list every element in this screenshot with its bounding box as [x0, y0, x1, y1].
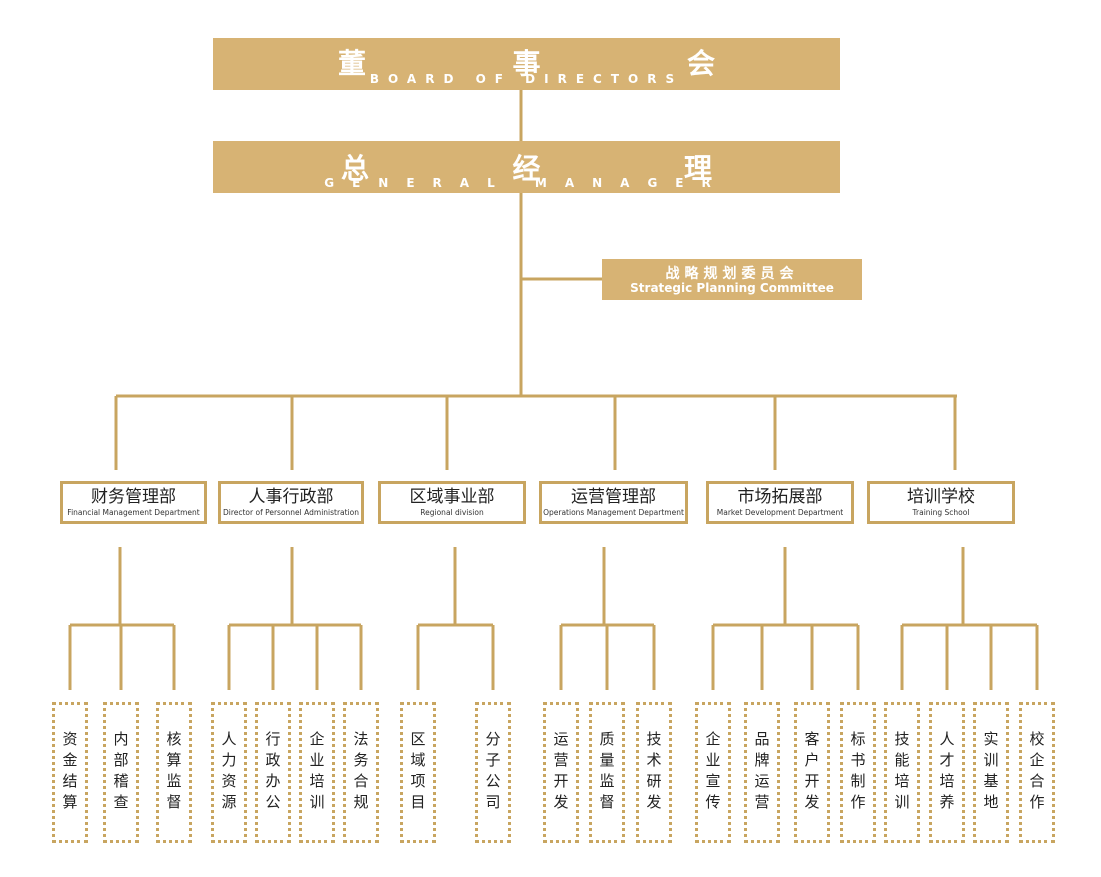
- department-name-zh: 培训学校: [907, 487, 975, 507]
- unit-box: 品牌运营: [744, 702, 780, 843]
- unit-box: 资金结算: [52, 702, 88, 843]
- department-name-zh: 市场拓展部: [737, 487, 823, 507]
- unit-box: 内部稽查: [103, 702, 139, 843]
- unit-box: 人才培养: [929, 702, 965, 843]
- board-title-zh: 董 事 会: [338, 47, 715, 80]
- unit-label: 标书制作: [848, 730, 867, 815]
- unit-box: 技能培训: [884, 702, 920, 843]
- unit-label: 人才培养: [937, 730, 956, 815]
- department-name-en: Financial Management Department: [67, 508, 200, 517]
- unit-box: 运营开发: [543, 702, 579, 843]
- unit-label: 分子公司: [483, 730, 502, 815]
- unit-label: 企业宣传: [703, 730, 722, 815]
- department-name-zh: 运营管理部: [571, 487, 656, 507]
- board-of-directors-box: 董 事 会 BOARD OF DIRECTORS: [213, 38, 840, 90]
- unit-label: 内部稽查: [111, 730, 130, 815]
- department-name-zh: 人事行政部: [248, 487, 334, 507]
- unit-label: 运营开发: [551, 730, 570, 815]
- unit-box: 标书制作: [840, 702, 876, 843]
- unit-label: 资金结算: [60, 730, 79, 815]
- unit-box: 分子公司: [475, 702, 511, 843]
- strategic-committee-box: 战略规划委员会 Strategic Planning Committee: [602, 259, 862, 300]
- gm-title-zh: 总 经 理: [341, 152, 712, 185]
- department-name-en: Regional division: [420, 508, 484, 517]
- unit-box: 校企合作: [1019, 702, 1055, 843]
- unit-box: 客户开发: [794, 702, 830, 843]
- department-name-en: Training School: [912, 508, 970, 517]
- unit-label: 人力资源: [219, 730, 238, 815]
- department-name-en: Operations Management Department: [543, 508, 684, 517]
- gm-title-en: GENERAL MANAGER: [324, 176, 729, 190]
- unit-box: 人力资源: [211, 702, 247, 843]
- department-name-zh: 财务管理部: [91, 487, 176, 507]
- unit-box: 实训基地: [973, 702, 1009, 843]
- unit-box: 质量监督: [589, 702, 625, 843]
- unit-label: 法务合规: [351, 730, 370, 815]
- department-name-en: Market Development Department: [716, 508, 844, 517]
- general-manager-box: 总 经 理 GENERAL MANAGER: [213, 141, 840, 193]
- unit-label: 核算监督: [164, 730, 183, 815]
- unit-box: 行政办公: [255, 702, 291, 843]
- unit-box: 技术研发: [636, 702, 672, 843]
- unit-label: 企业培训: [307, 730, 326, 815]
- unit-label: 客户开发: [802, 730, 821, 815]
- unit-box: 企业宣传: [695, 702, 731, 843]
- unit-label: 技术研发: [644, 730, 663, 815]
- unit-label: 质量监督: [597, 730, 616, 815]
- committee-title-zh: 战略规划委员会: [665, 266, 799, 282]
- board-title-en: BOARD OF DIRECTORS: [369, 72, 684, 86]
- department-name-en: Director of Personnel Administration: [222, 508, 360, 517]
- unit-label: 技能培训: [892, 730, 911, 815]
- unit-label: 实训基地: [981, 730, 1000, 815]
- unit-label: 行政办公: [263, 730, 282, 815]
- unit-label: 区域项目: [408, 730, 427, 815]
- unit-box: 区域项目: [400, 702, 436, 843]
- unit-label: 校企合作: [1027, 730, 1046, 815]
- unit-box: 核算监督: [156, 702, 192, 843]
- department-name-zh: 区域事业部: [409, 487, 495, 507]
- committee-title-en: Strategic Planning Committee: [630, 281, 834, 295]
- unit-box: 企业培训: [299, 702, 335, 843]
- unit-box: 法务合规: [343, 702, 379, 843]
- unit-label: 品牌运营: [752, 730, 771, 815]
